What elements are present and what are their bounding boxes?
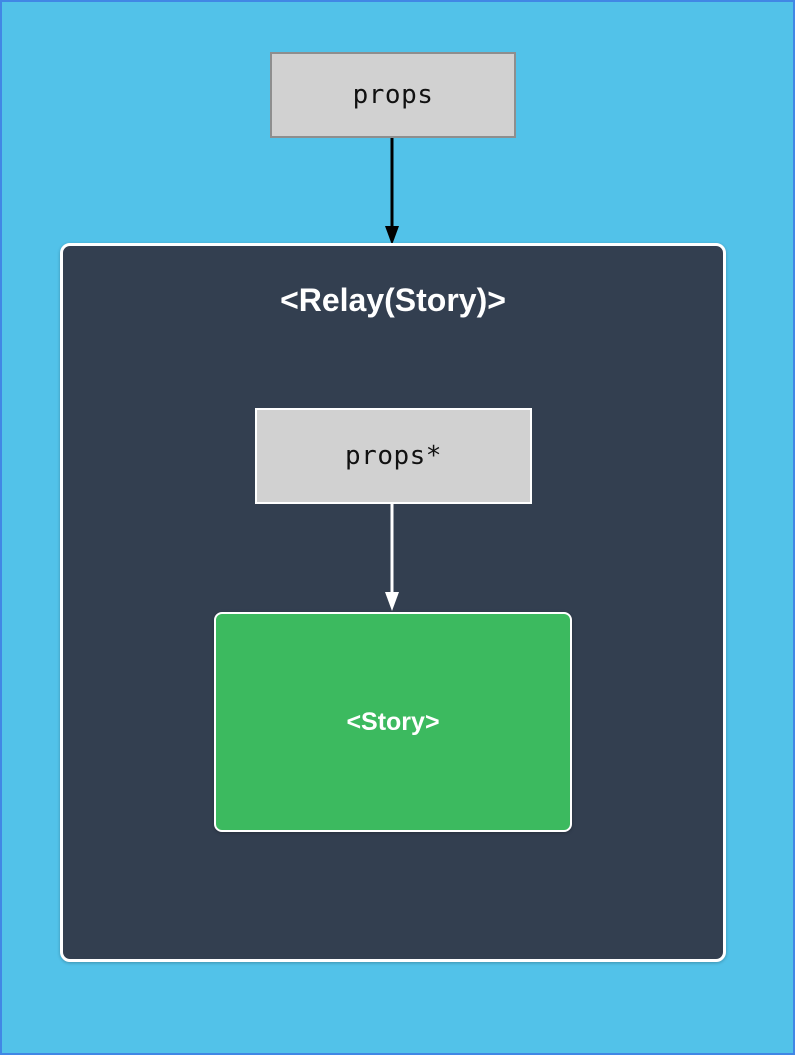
story-label: <Story> (346, 707, 440, 736)
node-inner-props: props* (255, 408, 532, 504)
arrowhead-down-icon (385, 226, 399, 245)
node-relay-container: <Relay(Story)> props* <Story> (60, 243, 726, 962)
relay-container-title: <Relay(Story)> (280, 282, 506, 318)
arrow-outer-props-to-relay (382, 138, 402, 245)
arrowhead-down-icon (385, 592, 399, 611)
node-story: <Story> (214, 612, 572, 832)
arrow-inner-props-to-story (382, 504, 402, 611)
node-outer-props: props (270, 52, 516, 138)
inner-props-label: props* (345, 441, 442, 471)
outer-props-label: props (352, 80, 434, 110)
arrow-line (390, 138, 394, 228)
arrow-line (390, 504, 394, 594)
